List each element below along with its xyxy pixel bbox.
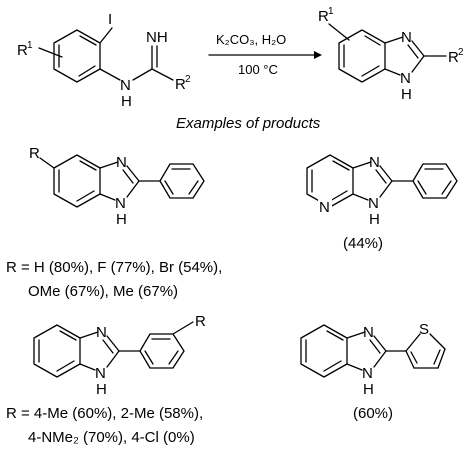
reactant-r1-sup: 1: [27, 40, 33, 51]
example-1-n-label: N: [116, 154, 127, 171]
example-3-structure: [33, 321, 194, 378]
example-4-nh-n-label: N: [362, 365, 373, 382]
example-1-yields-line-2: OMe (67%), Me (67%): [28, 283, 178, 300]
reactant-r2-sup: 2: [185, 74, 191, 85]
example-3-nh-n-label: N: [95, 365, 106, 382]
example-3-nh-h-label: H: [96, 381, 107, 398]
example-2-yield: (44%): [343, 235, 383, 252]
reaction-arrow: [208, 51, 322, 59]
example-4-nh-h-label: H: [363, 381, 374, 398]
example-4-n-label: N: [363, 324, 374, 341]
example-3-yields-line-2: 4-NMe₂ (70%), 4-Cl (0%): [28, 429, 195, 446]
example-2-nh-h-label: H: [369, 211, 380, 228]
amide-n-label: N: [120, 77, 131, 94]
imine-nh-label: NH: [146, 29, 168, 46]
examples-heading: Examples of products: [176, 115, 321, 132]
reactant-structure: [38, 27, 174, 83]
example-1-nh-h-label: H: [116, 211, 127, 228]
example-3-n-label: N: [96, 324, 107, 341]
example-4-yield: (60%): [353, 405, 393, 422]
product-nh-h-label: H: [401, 86, 412, 103]
product-r1-label: R: [318, 8, 329, 25]
example-3-yields-line-1: R = 4-Me (60%), 2-Me (58%),: [6, 405, 203, 422]
example-4-structure: [300, 324, 446, 378]
example-4-thiophene-s-label: S: [419, 321, 429, 338]
example-1-yields-line-1: R = H (80%), F (77%), Br (54%),: [6, 259, 222, 276]
product-r2-label: R: [448, 49, 459, 66]
iodo-label: I: [108, 11, 112, 28]
temperature-label: 100 °C: [238, 62, 278, 77]
example-1-r-label: R: [29, 145, 40, 162]
reactant-r2-label: R: [175, 76, 186, 93]
product-structure: [328, 23, 447, 83]
product-r1-sup: 1: [328, 6, 334, 17]
example-2-ring-n-label: N: [319, 199, 330, 216]
amide-h-label: H: [121, 93, 132, 110]
product-r2-sup: 2: [458, 47, 464, 58]
example-2-structure: [306, 154, 458, 214]
example-1-structure: [39, 154, 205, 208]
example-1-nh-n-label: N: [115, 195, 126, 212]
example-3-r-label: R: [195, 313, 206, 330]
reagents-label: K₂CO₃, H₂O: [216, 32, 286, 47]
product-n-label: N: [401, 29, 412, 46]
example-2-nh-n-label: N: [368, 195, 379, 212]
product-nh-n-label: N: [400, 70, 411, 87]
reactant-r1-label: R: [17, 42, 28, 59]
example-2-n-label: N: [369, 154, 380, 171]
